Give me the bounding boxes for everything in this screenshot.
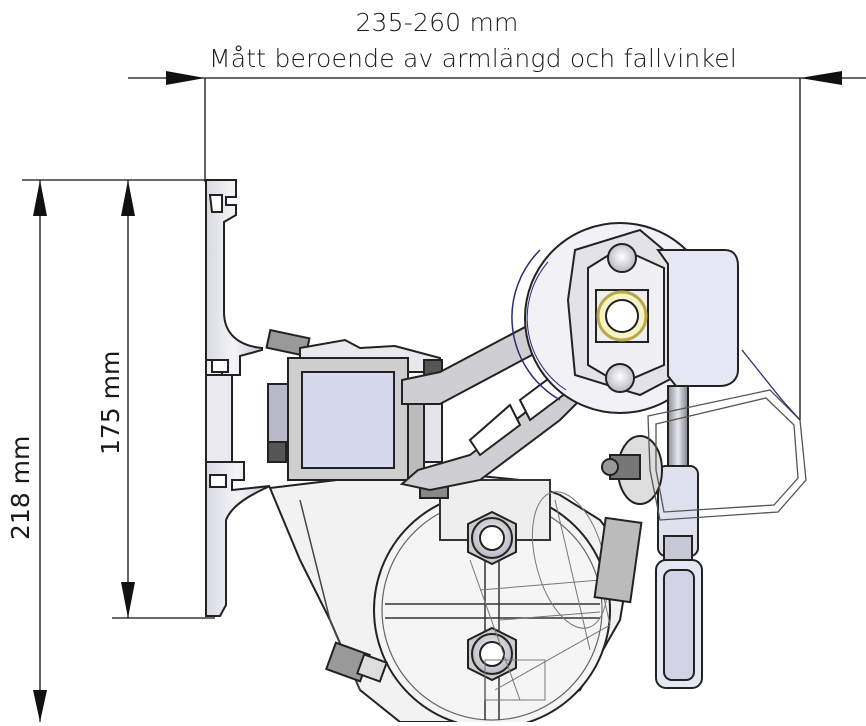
alternate-arm-outline bbox=[647, 349, 807, 521]
lower-housing bbox=[268, 468, 632, 726]
arrow-right-top bbox=[800, 71, 842, 85]
drop-arm bbox=[655, 385, 703, 689]
arrow-bottom-175 bbox=[121, 582, 135, 618]
arrow-top-218 bbox=[33, 180, 47, 216]
housing-bolts bbox=[467, 510, 517, 682]
rail-profile bbox=[205, 179, 271, 617]
profile-height-dimension: 175 mm bbox=[96, 350, 125, 455]
total-height-dimension: 218 mm bbox=[6, 435, 35, 540]
width-dimension-value: 235-260 mm bbox=[355, 8, 519, 37]
side-lever bbox=[593, 435, 663, 604]
dimension-lines bbox=[22, 71, 866, 722]
arrow-left-top bbox=[166, 71, 205, 85]
arrow-top-175 bbox=[121, 180, 135, 216]
side-bolt bbox=[325, 641, 388, 683]
width-dimension-note: Mått beroende av armlängd och fallvinkel bbox=[209, 44, 737, 73]
upper-drum bbox=[511, 222, 739, 414]
arrow-bottom-218 bbox=[33, 690, 47, 722]
